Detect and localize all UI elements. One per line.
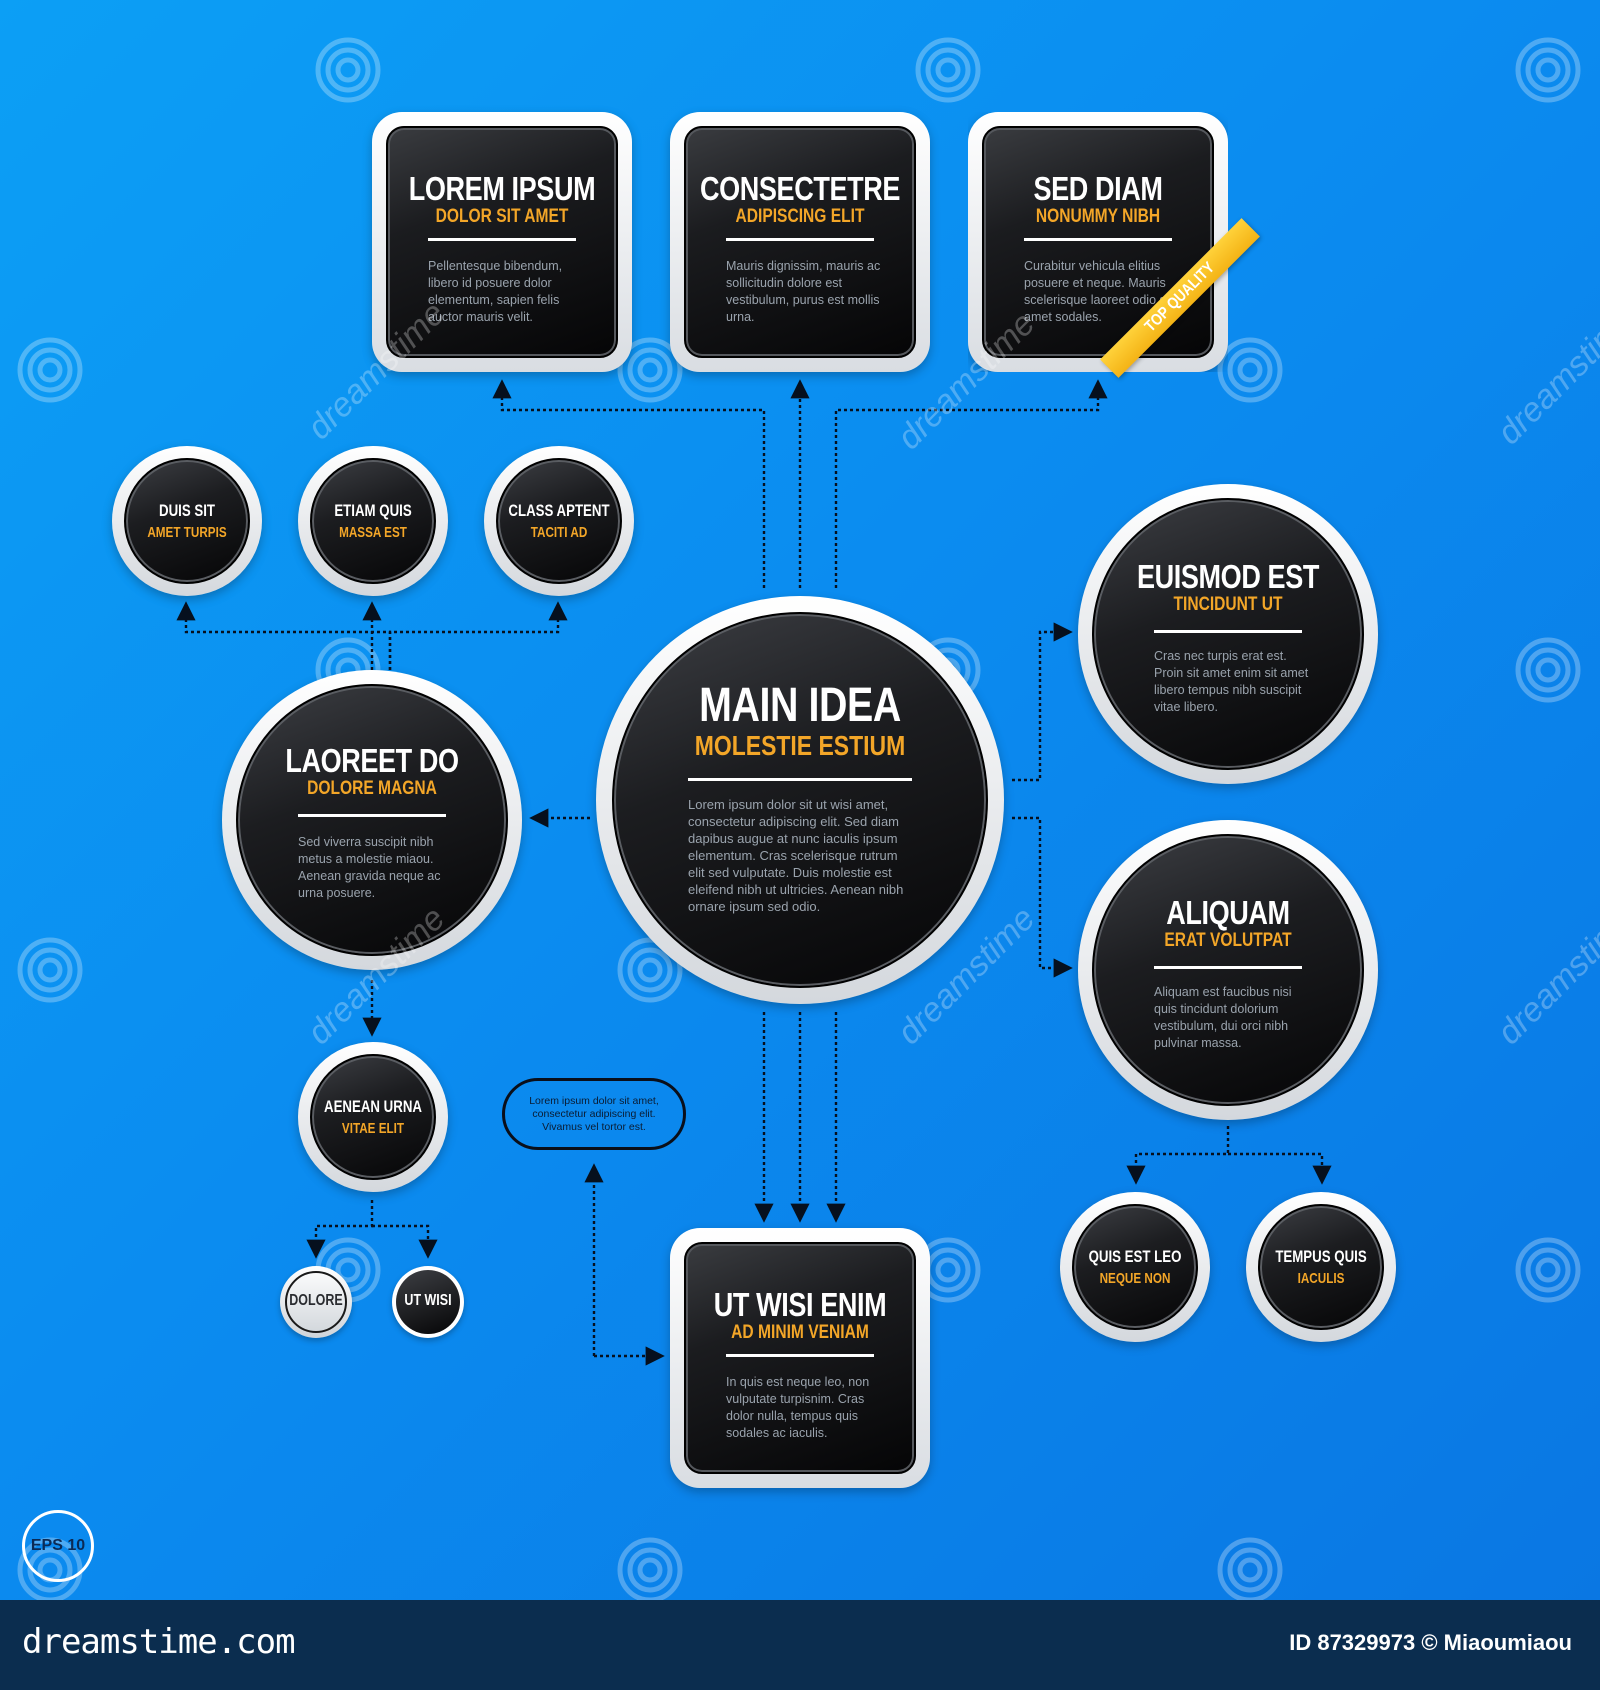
circle-subtitle: IACULIS [1297,1270,1345,1287]
circle-ring [285,1271,347,1333]
circle-face [496,458,622,584]
circle-title: TEMPUS QUIS [1275,1247,1367,1266]
box-body: Curabitur vehicula elitius posuere et ne… [1024,259,1172,324]
box-subtitle: ADIPISCING ELIT [735,206,865,227]
main-idea-circle[interactable]: MAIN IDEA MOLESTIE ESTIUM Lorem ipsum do… [596,596,1004,1004]
circle-body: Sed viverra suscipit nibh metus a molest… [298,835,441,900]
circle-face [236,684,508,956]
box-frame [670,112,930,372]
box-title: LOREM IPSUM [408,170,596,207]
circle-body: Cras nec turpis erat est. Proin sit amet… [1154,649,1309,714]
circle-title: DUIS SIT [158,501,215,520]
circle-subtitle: NEQUE NON [1099,1270,1171,1287]
connector-arrow [176,601,392,670]
left-small-circle-2[interactable]: ETIAM QUIS MASSA EST [298,446,448,596]
box-frame [968,112,1228,372]
main-title: MAIN IDEA [699,679,901,732]
connector-arrow [1228,1152,1332,1185]
circle-subtitle: ERAT VOLUTPAT [1164,930,1292,951]
left-bottom-circle[interactable]: AENEAN URNA VITAE ELIT [298,1042,448,1192]
footer-brand[interactable]: dreamstime.com [22,1622,296,1662]
circle-face [1072,1204,1198,1330]
circle-title: ETIAM QUIS [334,501,412,520]
footer-image-id: ID 87329973 © Miaoumiaou [1289,1630,1572,1655]
box-subtitle: AD MINIM VENIAM [731,1322,869,1343]
box-title: SED DIAM [1033,170,1163,207]
box-face [386,126,618,358]
connector-arrow [1012,622,1073,782]
circle-face [612,612,988,988]
circle-subtitle: TACITI AD [530,524,588,541]
connector-arrow [306,1200,374,1259]
circle-label: UT WISI [404,1292,452,1309]
footer-bar: dreamstime.com ID 87329973 © Miaoumiaou [0,1600,1600,1690]
bottom-box[interactable]: UT WISI ENIM AD MINIM VENIAM In quis est… [670,1228,930,1488]
eps-badge: EPS 10 [22,1510,94,1582]
connector-arrow [1012,816,1073,978]
circle-subtitle: MASSA EST [339,524,407,541]
main-subtitle: MOLESTIE ESTIUM [694,730,906,761]
left-circle[interactable]: LAOREET DO DOLORE MAGNA Sed viverra susc… [222,670,522,970]
top-box-2[interactable]: CONSECTETRE ADIPISCING ELIT Mauris digni… [670,112,930,372]
right-small-circle-1[interactable]: QUIS EST LEO NEQUE NON [1060,1192,1210,1342]
left-small-circle-1[interactable]: DUIS SIT AMET TURPIS [112,446,262,596]
connector-arrow [492,379,766,588]
title-rule [1154,966,1302,969]
title-rule [726,1354,874,1357]
box-subtitle: NONUMMY NIBH [1035,206,1161,227]
circle-title: QUIS EST LEO [1088,1247,1182,1266]
circle-subtitle: AMET TURPIS [147,524,227,541]
circle-face [1092,498,1364,770]
box-body: Pellentesque bibendum, libero id posuere… [428,259,563,324]
box-body: In quis est neque leo, non vulputate tur… [726,1375,870,1440]
right-top-circle[interactable]: EUISMOD EST TINCIDUNT UT Cras nec turpis… [1078,484,1378,784]
title-rule [428,238,576,241]
right-small-circle-2[interactable]: TEMPUS QUIS IACULIS [1246,1192,1396,1342]
circle-subtitle: VITAE ELIT [341,1120,405,1137]
box-face [684,1242,916,1474]
circle-title: CLASS APTENT [508,501,610,520]
connector-arrow [388,601,568,670]
circle-face [310,1054,436,1180]
right-bottom-circle[interactable]: ALIQUAM ERAT VOLUTPAT Aliquam est faucib… [1078,820,1378,1120]
left-small-circle-3[interactable]: CLASS APTENT TACITI AD [484,446,634,596]
circle-face [1092,834,1364,1106]
title-rule [1154,630,1302,633]
circle-title: EUISMOD EST [1137,558,1319,595]
tiny-circle-dolore[interactable]: DOLORE [280,1266,352,1338]
circle-face [396,1270,460,1334]
circle-face [124,458,250,584]
box-title: UT WISI ENIM [713,1286,887,1323]
box-body: Mauris dignissim, mauris ac sollicitudin… [726,259,881,324]
circle-title: AENEAN URNA [324,1097,422,1116]
diagram-canvas: LOREM IPSUM DOLOR SIT AMET Pellentesque … [0,0,1600,1600]
tiny-circle-ut-wisi[interactable]: UT WISI [392,1266,464,1338]
connector-lines [176,379,1332,1366]
box-subtitle: DOLOR SIT AMET [435,206,569,227]
title-rule [298,814,446,817]
top-box-1[interactable]: LOREM IPSUM DOLOR SIT AMET Pellentesque … [372,112,632,372]
box-frame [372,112,632,372]
box-frame [670,1228,930,1488]
circle-subtitle: TINCIDUNT UT [1173,594,1283,615]
callout-note: Lorem ipsum dolor sit amet, consectetur … [502,1078,686,1150]
circle-label: DOLORE [289,1292,343,1309]
main-body: Lorem ipsum dolor sit ut wisi amet, cons… [688,797,904,914]
circle-subtitle: DOLORE MAGNA [307,778,437,799]
circle-face [1258,1204,1384,1330]
circle-title: LAOREET DO [285,742,459,779]
box-title: CONSECTETRE [700,170,900,207]
connector-arrow [834,379,1108,588]
top-box-3[interactable]: SED DIAM NONUMMY NIBH Curabitur vehicula… [968,112,1228,372]
circle-body: Aliquam est faucibus nisi quis tincidunt… [1154,985,1292,1050]
title-rule [1024,238,1172,241]
circle-face [310,458,436,584]
circle-title: ALIQUAM [1166,894,1290,931]
title-rule [726,238,874,241]
title-rule [688,778,912,781]
connector-arrow [1126,1126,1230,1185]
connector-arrow [372,1224,438,1259]
box-face [684,126,916,358]
